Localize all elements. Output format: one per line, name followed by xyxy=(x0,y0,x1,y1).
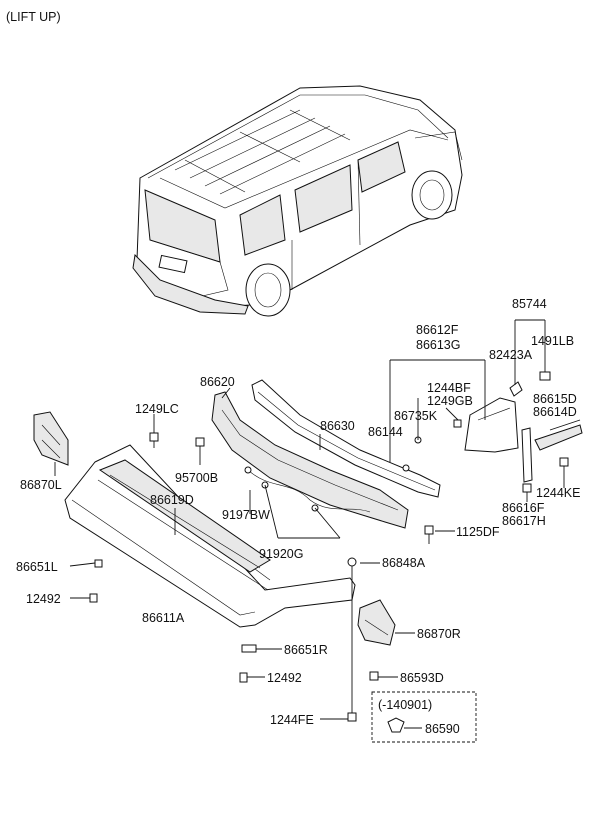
label-86651l: 86651L xyxy=(16,560,58,574)
label-1491lb: 1491LB xyxy=(531,334,574,348)
bumper-cover xyxy=(64,444,356,628)
label-86870r: 86870R xyxy=(417,627,461,641)
wiring-harness xyxy=(244,466,371,513)
label-85744: 85744 xyxy=(512,297,547,311)
label-86615d: 86615D xyxy=(533,392,577,406)
leader-lines xyxy=(54,319,581,720)
energy-absorber xyxy=(211,391,409,529)
side-bracket-right xyxy=(521,424,583,483)
title-lift-up: (LIFT UP) xyxy=(6,10,61,24)
label-1249gb: 1249GB xyxy=(427,394,473,408)
vehicle-illustration xyxy=(132,85,463,317)
label-1125df: 1125DF xyxy=(456,525,500,539)
label-86614d: 86614D xyxy=(533,405,577,419)
label-86144: 86144 xyxy=(368,425,403,439)
label-1244ke: 1244KE xyxy=(536,486,580,500)
bracket-left xyxy=(33,411,69,466)
label-9197bw: 9197BW xyxy=(222,508,270,522)
bumper-beam xyxy=(251,379,441,498)
label-86616f: 86616F xyxy=(502,501,545,515)
label-86611a: 86611A xyxy=(142,611,185,625)
label-1249lc: 1249LC xyxy=(135,402,179,416)
label-86613g: 86613G xyxy=(416,338,460,352)
label-86593d: 86593D xyxy=(400,671,444,685)
label-86612f: 86612F xyxy=(416,323,459,337)
label-12492-left: 12492 xyxy=(26,592,61,606)
label-86590: 86590 xyxy=(425,722,460,736)
label-12492-bottom: 12492 xyxy=(267,671,302,685)
label-1244fe: 1244FE xyxy=(270,713,314,727)
bracket-right xyxy=(357,599,396,646)
label-140901: (-140901) xyxy=(378,698,432,712)
label-1244bf: 1244BF xyxy=(427,381,471,395)
label-86619d: 86619D xyxy=(150,493,194,507)
side-guard-right xyxy=(464,397,519,453)
label-86617h: 86617H xyxy=(502,514,546,528)
label-95700b: 95700B xyxy=(175,471,218,485)
label-86630: 86630 xyxy=(320,419,355,433)
label-86651r: 86651R xyxy=(284,643,328,657)
label-86620: 86620 xyxy=(200,375,235,389)
label-91920g: 91920G xyxy=(259,547,303,561)
fasteners xyxy=(89,371,569,722)
label-86735k: 86735K xyxy=(394,409,438,423)
dashed-note-box xyxy=(371,691,477,743)
label-86870l: 86870L xyxy=(20,478,62,492)
label-82423a: 82423A xyxy=(489,348,533,362)
label-86848a: 86848A xyxy=(382,556,426,570)
